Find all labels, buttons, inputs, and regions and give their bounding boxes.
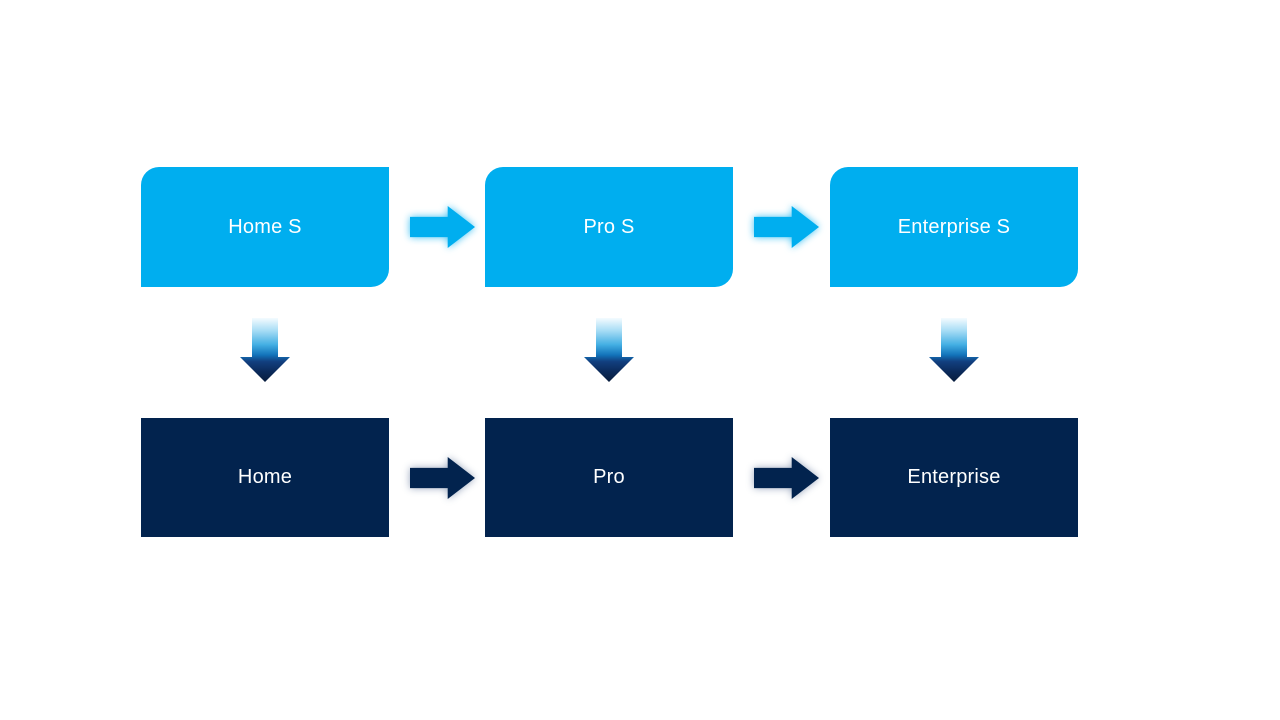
right-arrow-shape	[754, 457, 819, 499]
down-arrow-icon	[929, 318, 979, 382]
bottom-box-enterprise: Enterprise	[830, 418, 1078, 537]
bottom-box-enterprise-label: Enterprise	[907, 466, 1001, 488]
right-arrow-shape	[754, 206, 819, 248]
bottom-box-home-label: Home	[237, 466, 293, 488]
right-arrow-icon	[410, 206, 475, 248]
down-arrow-icon	[584, 318, 634, 382]
right-arrow-shape	[410, 457, 475, 499]
bottom-box-home: Home	[141, 418, 389, 537]
right-arrow-shape	[410, 206, 475, 248]
bottom-box-pro-label: Pro	[593, 466, 625, 488]
top-box-enterprise-s-label: Enterprise S	[897, 215, 1011, 238]
top-box-pro-s-label: Pro S	[583, 215, 635, 238]
top-box-pro-s: Pro S	[485, 167, 733, 287]
right-arrow-icon	[754, 206, 819, 248]
top-box-enterprise-s: Enterprise S	[830, 167, 1078, 287]
bottom-box-pro: Pro	[485, 418, 733, 537]
top-box-home-s-label: Home S	[228, 215, 302, 238]
right-arrow-icon	[410, 457, 475, 499]
down-arrow-icon	[240, 318, 290, 382]
top-box-home-s: Home S	[141, 167, 389, 287]
right-arrow-icon	[754, 457, 819, 499]
